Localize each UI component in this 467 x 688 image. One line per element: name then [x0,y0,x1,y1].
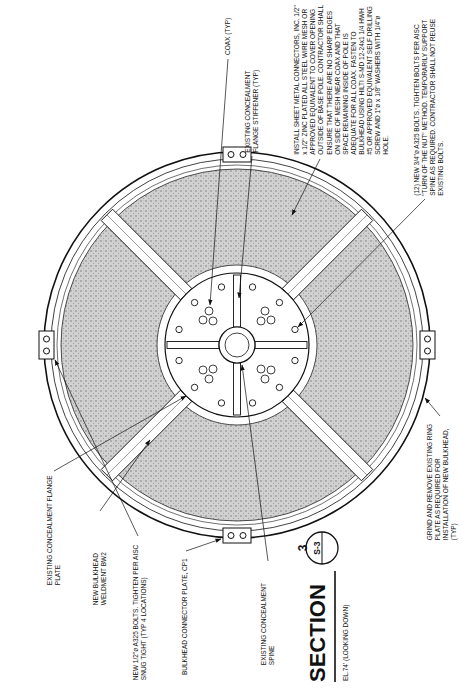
bolt-holes [176,284,298,406]
concealment-spine [219,327,255,363]
pole-wall [44,152,430,538]
note-text: (12) NEW 3/4"ø A325 BOLTS. TIGHTEN BOLTS… [413,11,446,196]
connector-plates [39,147,435,543]
wire-mesh [61,169,413,521]
callout-text: BULKHEAD CONNECTOR PLATE, CP1 [181,555,189,675]
note-text: INSTALL SHEET METAL CONNECTORS, INC. 1/2… [293,5,391,155]
note-text: NEW 1/2"ø A325 BOLTS. TIGHTEN PER AISC S… [132,540,148,680]
callout-text: EXISTING CONCEALMENT FLANGE PLATE [46,475,62,585]
flange-plate [165,273,309,417]
title-underline [334,571,336,682]
section-bubble: 3S-3 [305,531,339,565]
callout-text: EXISTING CONCEALMENT SPINE [260,565,276,665]
section-title: SECTION [307,570,329,682]
callout-text: COAX (TYP) [224,5,232,55]
coax-cables [199,307,275,383]
callout-text: NEW BULKHEAD WELDMENT BW2 [92,515,108,605]
ring-plate [51,159,423,531]
flange-stiffeners [167,275,307,415]
note-text: GRIND AND REMOVE EXISTING RING PLATE AS … [426,420,459,540]
bubble-outline [305,531,339,565]
section-number: 3 [297,531,309,565]
callout-text: EXISTING CONCEALMENT FLANGE STIFFENER (T… [244,58,260,153]
section-subtitle: EL.74' (LOOKING DOWN) [342,571,350,681]
bulkhead-arms [101,209,373,481]
sheet-number: S-3 [313,531,322,565]
